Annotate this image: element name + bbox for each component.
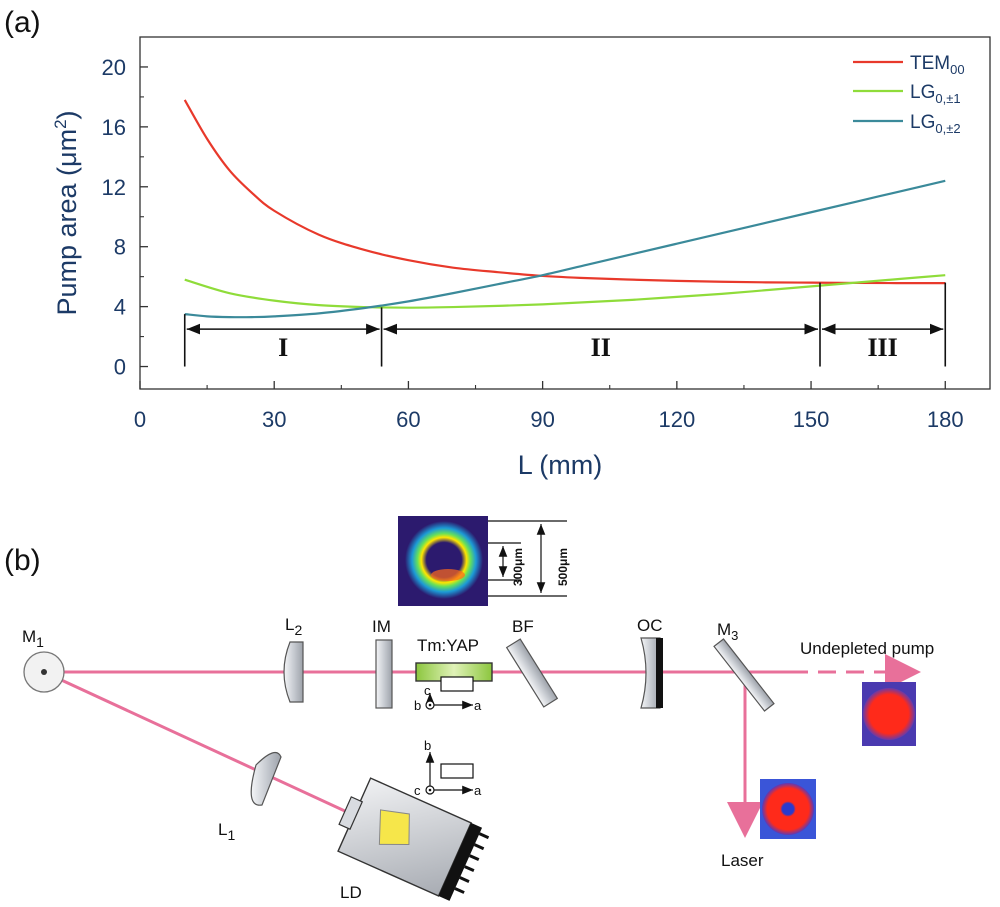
laser-diode-ld (337, 777, 490, 901)
x-tick-label: 180 (927, 407, 964, 432)
x-tick-label: 120 (658, 407, 695, 432)
axis-upper-horizontal: a (474, 698, 482, 713)
panel-b-label: (b) (4, 544, 41, 577)
label-bf: BF (512, 617, 534, 636)
label-m3: M3 (717, 620, 738, 643)
chart-series (183, 99, 946, 319)
y-axis-title: Pump area (μm2) (51, 110, 82, 315)
crystal-axes-upper: c b a (414, 676, 482, 713)
axis-upper-vertical: c (424, 683, 431, 698)
series-line-tem00 (183, 99, 946, 285)
undepleted-pump-profile-image (862, 682, 916, 746)
input-mirror-im (375, 639, 393, 709)
pump-beam-diagonal (43, 670, 361, 820)
dimension-inner-label: 300μm (511, 548, 525, 586)
axis-lower-vertical: b (424, 738, 431, 753)
label-im: IM (372, 617, 391, 636)
label-l2: L2 (285, 615, 302, 638)
label-crystal: Tm:YAP (417, 636, 479, 655)
legend-label-lg01: LG0,±1 (910, 82, 961, 106)
y-tick-label: 0 (114, 355, 126, 380)
label-m1: M1 (22, 627, 44, 650)
legend-label-lg02: LG0,±2 (910, 112, 961, 136)
y-axis-ticks: 0 4 8 12 16 20 (102, 55, 148, 380)
series-line-lg01 (184, 274, 946, 309)
label-oc: OC (637, 616, 663, 635)
birefringent-filter-bf (505, 638, 559, 708)
y-tick-label: 16 (102, 115, 126, 140)
region-label: II (591, 333, 611, 362)
lens-l1 (250, 751, 282, 806)
x-axis-title: L (mm) (518, 450, 602, 480)
dimension-outer-label: 500μm (556, 548, 570, 586)
panel-a-label: (a) (4, 6, 41, 39)
laser-output-profile-image (760, 779, 816, 839)
x-tick-label: 90 (530, 407, 554, 432)
legend: TEM00 LG0,±1 LG0,±2 (853, 53, 965, 136)
x-tick-label: 0 (134, 407, 146, 432)
axis-upper-origin: b (414, 698, 421, 713)
region-label: I (278, 333, 288, 362)
output-coupler-coating (656, 638, 663, 708)
plot-frame (139, 36, 991, 390)
y-tick-label: 4 (114, 295, 126, 320)
mirror-m3 (713, 638, 775, 712)
x-axis-ticks: 0 30 60 90 120 150 180 (134, 381, 964, 432)
x-tick-label: 30 (262, 407, 286, 432)
label-l1: L1 (218, 820, 235, 843)
crystal-axes-lower: b c a (414, 738, 482, 798)
output-coupler-oc (640, 637, 661, 709)
legend-label-tem00: TEM00 (910, 53, 965, 77)
axis-lower-horizontal: a (474, 783, 482, 798)
y-tick-label: 12 (102, 175, 126, 200)
label-ld: LD (340, 883, 362, 902)
mirror-m1-center (41, 669, 47, 675)
y-tick-label: 20 (102, 55, 126, 80)
experimental-setup: M1 L1 LD L2 IM Tm:YAP (22, 516, 934, 902)
label-undepleted-pump: Undepleted pump (800, 639, 934, 658)
series-line-lg02 (184, 179, 946, 319)
y-tick-label: 8 (114, 235, 126, 260)
label-laser: Laser (721, 851, 764, 870)
pump-ring-profile-image (398, 516, 488, 606)
x-tick-label: 60 (396, 407, 420, 432)
region-label: III (867, 333, 897, 362)
lens-l2 (283, 641, 304, 703)
axis-lower-origin: c (414, 783, 421, 798)
x-tick-label: 150 (793, 407, 830, 432)
dimension-annotation: 300μm 500μm (488, 520, 570, 597)
